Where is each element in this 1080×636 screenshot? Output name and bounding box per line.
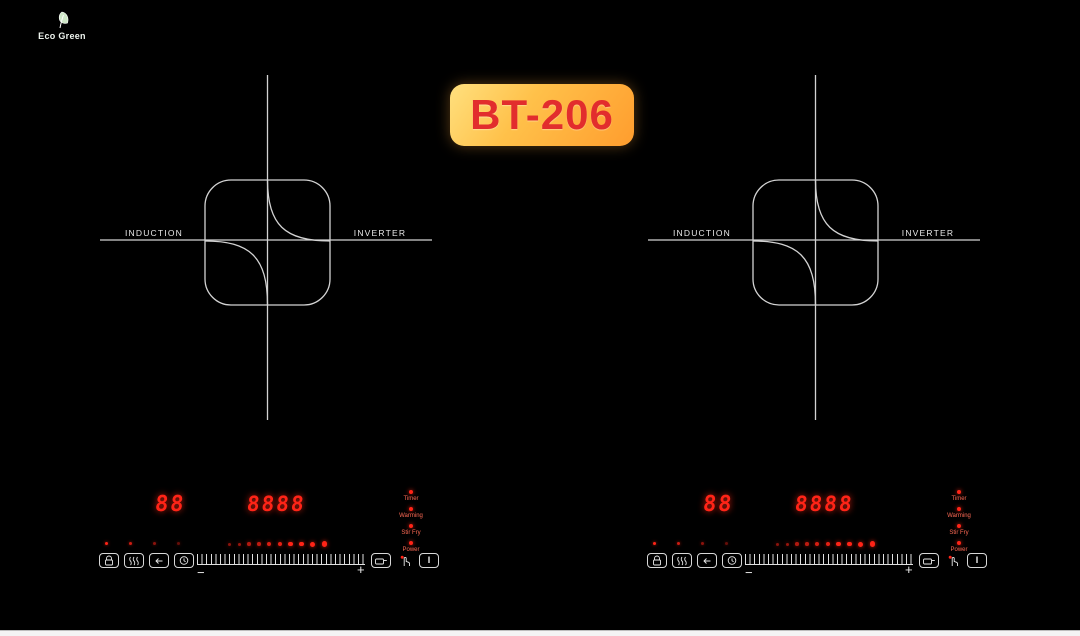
booster-button[interactable]: [919, 552, 939, 568]
power-button-label: I: [427, 554, 431, 565]
indicator-warming: Warming: [399, 507, 423, 519]
indicator-label: Warming: [399, 513, 423, 519]
brand-name: Eco Green: [38, 31, 86, 41]
arrow-left-icon: [703, 557, 711, 564]
inverter-label: INVERTER: [354, 228, 406, 238]
zone-graphic: INDUCTION INVERTER: [648, 75, 980, 420]
heat-waves-icon: [677, 556, 687, 565]
power-button-label: I: [975, 554, 979, 565]
pan-icon: [375, 558, 387, 564]
lock-icon: [653, 555, 661, 566]
inverter-label: INVERTER: [902, 228, 954, 238]
zone-graphic: INDUCTION INVERTER: [100, 75, 432, 420]
indicator-warming: Warming: [947, 507, 971, 519]
power-level-dots: [228, 540, 327, 548]
lock-button[interactable]: [647, 553, 667, 568]
power-slider[interactable]: [745, 554, 913, 565]
clock-icon: [727, 556, 737, 565]
pan-icon: [923, 558, 935, 564]
lock-button[interactable]: [99, 553, 119, 568]
power-display: 8888: [793, 492, 855, 516]
left-button-row: [647, 553, 742, 568]
power-level-dots: [776, 540, 875, 548]
arrow-left-icon: [155, 557, 163, 564]
indicator-led: [408, 490, 413, 494]
table-edge: [0, 630, 1080, 636]
touch-button[interactable]: [945, 552, 961, 568]
indicator-led: [408, 541, 413, 545]
control-panel-right: 88 8888 Timer Warming Stir Fry Power: [643, 484, 988, 602]
mode-indicators: Timer Warming Stir Fry Power: [389, 490, 433, 553]
power-slider[interactable]: [197, 554, 365, 565]
right-button-row: I: [919, 552, 987, 568]
function-button[interactable]: [697, 553, 717, 568]
minus-label[interactable]: −: [745, 565, 753, 580]
touch-button[interactable]: [397, 552, 413, 568]
indicator-timer: Timer: [403, 490, 419, 502]
leaf-icon: [58, 11, 69, 29]
indicator-led: [409, 524, 413, 528]
indicator-power: Power: [950, 541, 968, 553]
indicator-label: Stir Fry: [949, 530, 969, 536]
clock-icon: [179, 556, 189, 565]
heat-button[interactable]: [672, 553, 692, 568]
timer-button[interactable]: [174, 553, 194, 568]
cooking-zone-right: INDUCTION INVERTER: [648, 75, 980, 420]
timer-display: 88: [701, 492, 735, 517]
indicator-label: Stir Fry: [401, 530, 421, 536]
button-leds: [653, 542, 728, 545]
indicator-label: Timer: [403, 496, 419, 502]
heat-button[interactable]: [124, 553, 144, 568]
mode-indicators: Timer Warming Stir Fry Power: [937, 490, 981, 553]
indicator-label: Timer: [951, 496, 967, 502]
indicator-label: Power: [402, 547, 420, 553]
induction-label: INDUCTION: [673, 228, 731, 238]
indicator-led: [957, 524, 961, 528]
timer-display: 88: [153, 492, 187, 517]
button-leds: [105, 542, 180, 545]
indicator-stirfry: Stir Fry: [949, 524, 969, 536]
hand-icon: [948, 555, 958, 566]
indicator-label: Warming: [947, 513, 971, 519]
heat-waves-icon: [129, 556, 139, 565]
indicator-led: [409, 507, 413, 511]
indicator-led: [956, 490, 961, 494]
indicator-stirfry: Stir Fry: [401, 524, 421, 536]
indicator-timer: Timer: [951, 490, 967, 502]
indicator-led: [956, 541, 961, 545]
left-button-row: [99, 553, 194, 568]
hand-icon: [400, 555, 410, 566]
indicator-led: [957, 507, 961, 511]
cooking-zone-left: INDUCTION INVERTER: [100, 75, 432, 420]
brand-logo: Eco Green: [36, 10, 88, 41]
power-button[interactable]: I: [419, 552, 439, 568]
power-display: 8888: [245, 492, 307, 516]
indicator-label: Power: [950, 547, 968, 553]
minus-label[interactable]: −: [197, 565, 205, 580]
plus-label[interactable]: +: [357, 562, 365, 577]
booster-button[interactable]: [371, 552, 391, 568]
model-badge: BT-206: [450, 84, 634, 146]
model-number: BT-206: [470, 91, 614, 138]
control-panel-left: 88 8888 Timer Warming Stir Fry Power: [95, 484, 440, 602]
power-button[interactable]: I: [967, 552, 987, 568]
timer-button[interactable]: [722, 553, 742, 568]
induction-label: INDUCTION: [125, 228, 183, 238]
lock-icon: [105, 555, 113, 566]
right-button-row: I: [371, 552, 439, 568]
indicator-power: Power: [402, 541, 420, 553]
plus-label[interactable]: +: [905, 562, 913, 577]
function-button[interactable]: [149, 553, 169, 568]
